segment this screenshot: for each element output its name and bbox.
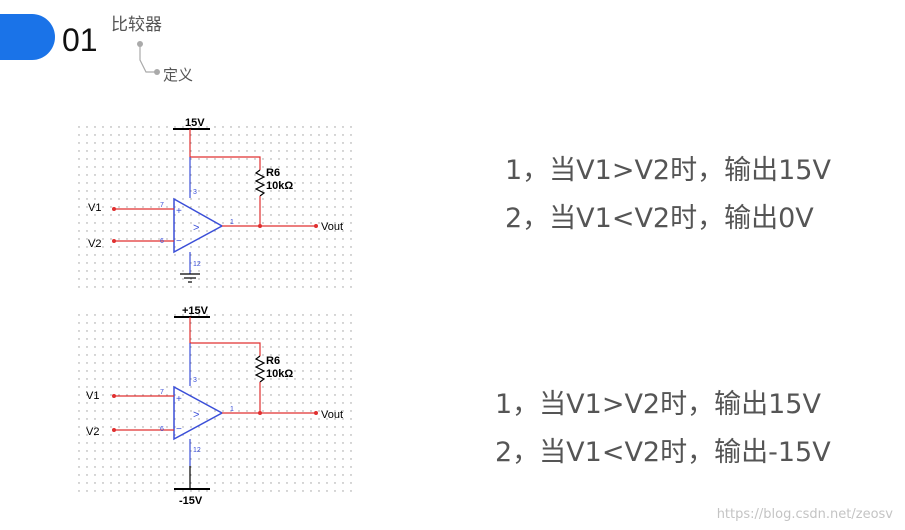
svg-text:−: − xyxy=(176,236,182,247)
resistor-name: R6 xyxy=(266,355,280,367)
resistor-name: R6 xyxy=(266,167,280,179)
output-label: Vout xyxy=(321,221,343,233)
rule-text: 1，当V1>V2时，输出15V xyxy=(495,389,821,420)
output-label: Vout xyxy=(321,409,343,421)
ground-icon xyxy=(180,273,200,283)
watermark: https://blog.csdn.net/zeosv xyxy=(716,507,893,522)
input1-label: V1 xyxy=(88,202,101,214)
section-badge xyxy=(0,14,55,60)
resistor-value: 10kΩ xyxy=(266,368,293,380)
resistor-icon xyxy=(254,169,266,197)
pin-noninv: 7 xyxy=(160,389,164,396)
connector-icon xyxy=(137,41,160,75)
input2-label: V2 xyxy=(86,426,99,438)
supply-label: 15V xyxy=(185,117,205,129)
pin-top: 3 xyxy=(193,189,197,196)
rule-text: 2，当V1<V2时，输出0V xyxy=(505,203,814,234)
supply-label: +15V xyxy=(182,305,209,317)
section-subtitle: 定义 xyxy=(163,66,194,84)
svg-text:>: > xyxy=(193,222,199,234)
resistor-value: 10kΩ xyxy=(266,180,293,192)
pin-bottom: 12 xyxy=(193,261,201,268)
svg-text:+: + xyxy=(176,206,182,217)
opamp-icon xyxy=(173,197,224,254)
pin-bottom: 12 xyxy=(193,447,201,454)
pin-inv: 6 xyxy=(160,426,164,433)
neg-supply-label: -15V xyxy=(179,495,203,507)
opamp-icon xyxy=(173,385,224,441)
input2-label: V2 xyxy=(88,238,101,250)
rule-text: 2，当V1<V2时，输出-15V xyxy=(495,437,831,468)
pin-top: 3 xyxy=(193,377,197,384)
svg-text:+: + xyxy=(176,394,182,405)
pin-out: 1 xyxy=(230,406,234,413)
input1-label: V1 xyxy=(86,390,99,402)
svg-text:−: − xyxy=(176,424,182,435)
pin-noninv: 7 xyxy=(160,202,164,209)
section-title: 比较器 xyxy=(111,15,162,35)
pin-inv: 6 xyxy=(160,238,164,245)
resistor-icon xyxy=(254,355,266,383)
section-number: 01 xyxy=(62,22,98,58)
svg-text:>: > xyxy=(193,409,199,421)
comparator-circuit-single-supply: 15V R6 10kΩ 3 + − > V1 7 V2 6 1 Vout 12 xyxy=(73,117,353,290)
pin-out: 1 xyxy=(230,219,234,226)
comparator-circuit-dual-supply: +15V R6 10kΩ 3 + − > V1 7 V2 6 1 Vout 12… xyxy=(73,305,353,507)
rule-text: 1，当V1>V2时，输出15V xyxy=(505,155,831,186)
